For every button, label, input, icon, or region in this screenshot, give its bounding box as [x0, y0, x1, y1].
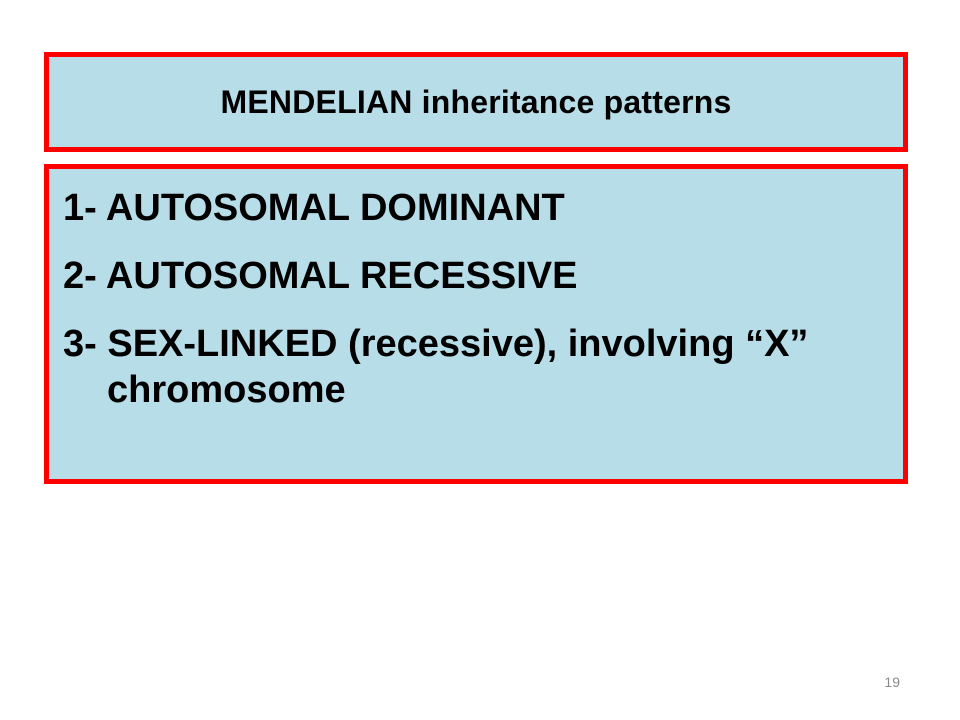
- list-item-sex-linked: 3- SEX-LINKED (recessive), involving “X”…: [63, 323, 809, 411]
- page-number: 19: [884, 674, 900, 690]
- slide-title: MENDELIAN inheritance patterns: [220, 83, 732, 120]
- title-box: MENDELIAN inheritance patterns: [44, 52, 908, 152]
- inheritance-pattern-list: 1- AUTOSOMAL DOMINANT 2- AUTOSOMAL RECES…: [63, 185, 883, 413]
- list-item-autosomal-dominant: 1- AUTOSOMAL DOMINANT: [63, 187, 565, 229]
- list-item-autosomal-recessive: 2- AUTOSOMAL RECESSIVE: [63, 255, 578, 297]
- content-box: 1- AUTOSOMAL DOMINANT 2- AUTOSOMAL RECES…: [44, 164, 908, 484]
